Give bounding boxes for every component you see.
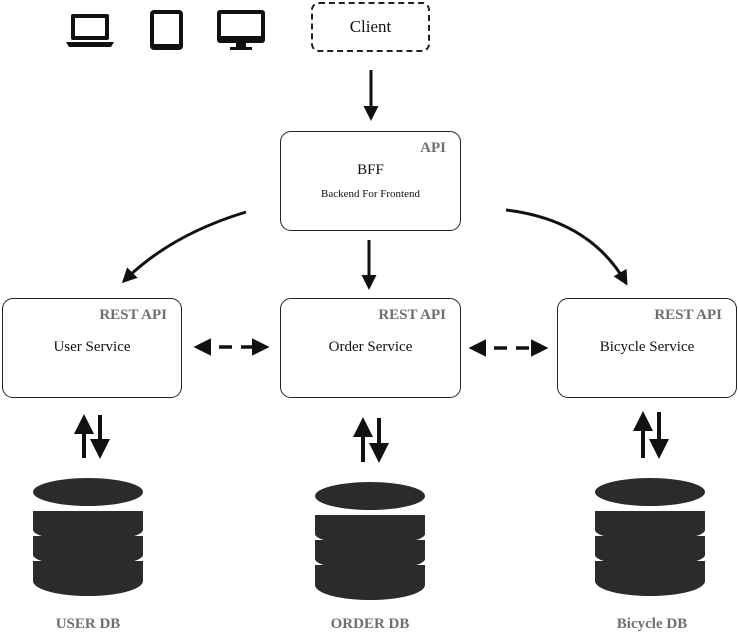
order-service-node: REST API Order Service (280, 298, 461, 398)
bicycle-service-tag: REST API (654, 307, 722, 323)
user-db-label: USER DB (55, 616, 121, 632)
laptop-icon (66, 14, 114, 47)
user-service-tag: REST API (99, 307, 167, 323)
order-service-label: Order Service (328, 339, 413, 355)
client-node: Client (311, 2, 430, 52)
bicycle-db-label: Bicycle DB (616, 616, 688, 632)
user-service-node: REST API User Service (2, 298, 182, 398)
bff-tag: API (420, 140, 446, 156)
arrow-order-db (353, 417, 389, 463)
client-label: Client (349, 17, 392, 36)
bff-title: BFF (357, 162, 384, 178)
order-db-label: ORDER DB (330, 616, 410, 632)
monitor-icon (217, 10, 265, 50)
order-service-tag: REST API (378, 307, 446, 323)
bff-subtitle: Backend For Frontend (321, 188, 420, 200)
bicycle-service-node: REST API Bicycle Service (557, 298, 737, 398)
bicycle-service-label: Bicycle Service (599, 339, 695, 355)
tablet-icon (150, 10, 183, 50)
arrow-bicycle-db (633, 411, 669, 459)
arrow-user-db (74, 414, 110, 459)
arrow-bff-to-user (121, 210, 247, 284)
database-icon-user (33, 478, 143, 596)
bff-node: API BFF Backend For Frontend (280, 131, 461, 231)
database-icon-order (315, 482, 425, 600)
user-service-label: User Service (53, 339, 131, 355)
arrow-bff-to-bicycle (505, 208, 628, 286)
database-icon-bicycle (595, 478, 705, 596)
